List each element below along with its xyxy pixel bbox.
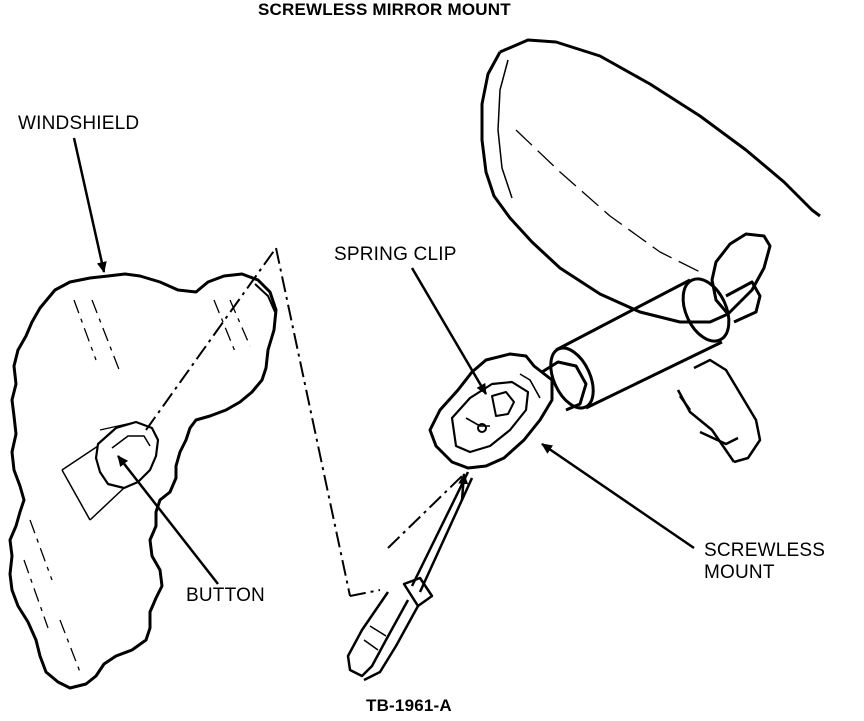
screwless-mount-label-line2: MOUNT [704, 562, 775, 583]
mirror-arm-lower [676, 358, 762, 464]
button-label: BUTTON [186, 585, 265, 606]
screwless-mount-label: SCREWLESS MOUNT [704, 540, 825, 584]
screwless-mount-label-line1: SCREWLESS [704, 540, 826, 561]
windshield-reflection-lines [23, 299, 251, 673]
figure-reference-code: TB-1961-A [366, 696, 452, 715]
windshield-label: WINDSHIELD [18, 113, 140, 134]
screwdriver [346, 471, 474, 682]
leader-arrows [72, 137, 695, 585]
mirror-button [61, 420, 160, 521]
windshield-piece [8, 272, 278, 690]
mirror-head [480, 38, 821, 324]
screwless-mount [428, 352, 554, 470]
spring-clip-label: SPRING CLIP [334, 244, 457, 265]
diagram-title: SCREWLESS MIRROR MOUNT [258, 0, 511, 19]
alignment-lines [145, 247, 463, 597]
mirror-stem [541, 277, 762, 412]
